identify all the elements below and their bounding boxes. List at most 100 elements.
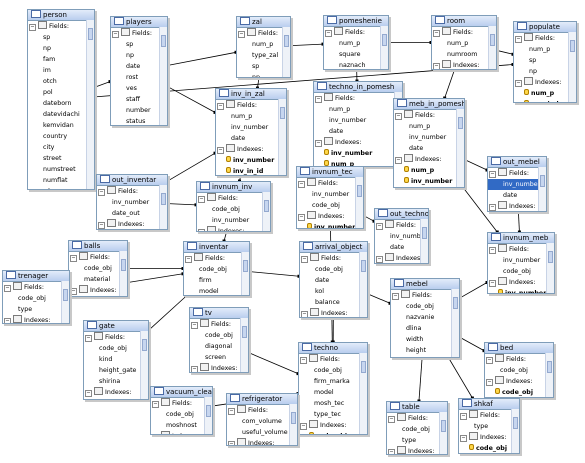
field-item[interactable]: kind	[99, 356, 113, 363]
field-item[interactable]: screen	[205, 354, 226, 361]
fields-node[interactable]: −Fields:	[485, 354, 553, 365]
table-title-bar[interactable]: techno_in_pomesh	[314, 82, 402, 93]
table-scrollbar[interactable]	[355, 177, 363, 228]
collapse-icon[interactable]: −	[112, 31, 119, 38]
relationship-line-inventar-arrival-object[interactable]	[249, 271, 300, 277]
relationship-line-mebel-shkaf[interactable]	[448, 357, 473, 399]
fields-node[interactable]: −Fields:	[151, 398, 212, 409]
collapse-icon[interactable]: −	[217, 147, 224, 154]
relationship-line-gate-inventar[interactable]	[148, 295, 187, 331]
scroll-thumb[interactable]	[547, 361, 552, 373]
relationship-line-out-inventar-invnum-inv[interactable]	[167, 203, 197, 206]
collapse-icon[interactable]: −	[85, 390, 92, 397]
indexes-node[interactable]: −Indexes:	[3, 315, 69, 323]
field-item[interactable]: date	[329, 128, 344, 135]
field-item[interactable]: np	[529, 68, 537, 75]
index-item[interactable]: code_obj	[69, 296, 127, 297]
fields-node[interactable]: −Fields:	[28, 21, 94, 32]
indexes-node[interactable]: −Indexes:	[488, 277, 554, 288]
index-item[interactable]: code_obj	[485, 387, 553, 397]
table-scrollbar[interactable]	[538, 167, 546, 211]
collapse-icon[interactable]: −	[301, 311, 308, 317]
collapse-icon[interactable]: −	[191, 366, 198, 372]
field-item[interactable]: material	[391, 356, 459, 357]
table-title-bar[interactable]: person	[28, 10, 94, 21]
indexes-node[interactable]: −Indexes:	[299, 420, 367, 431]
table-title-bar[interactable]: out_techno	[375, 209, 428, 220]
field-item[interactable]: shirina	[99, 378, 121, 385]
field-item[interactable]: diagonal	[205, 343, 233, 350]
field-item[interactable]: code_obj	[212, 206, 240, 213]
field-item[interactable]: mosh_tec	[314, 400, 345, 407]
fields-node[interactable]: −Fields:	[324, 27, 388, 38]
relationship-line-meb-in-pomesh-out-mebel[interactable]	[464, 159, 488, 171]
scroll-thumb[interactable]	[121, 259, 126, 271]
relationship-line-zal-inv-in-zal[interactable]	[257, 77, 260, 89]
field-item[interactable]: code_obj	[166, 411, 194, 418]
collapse-icon[interactable]: −	[4, 285, 11, 292]
indexes-node[interactable]: −Indexes:	[297, 211, 363, 222]
collapse-icon[interactable]: −	[515, 36, 522, 43]
fields-node[interactable]: −Fields:	[488, 244, 554, 255]
collapse-icon[interactable]: −	[376, 256, 383, 263]
table-scrollbar[interactable]	[159, 27, 167, 125]
field-item[interactable]: date	[126, 63, 141, 70]
field-item[interactable]: num_p	[231, 113, 253, 120]
field-item[interactable]: useful_volume	[242, 429, 288, 436]
field-item[interactable]: fam	[43, 56, 56, 63]
table-title-bar[interactable]: table	[387, 402, 447, 413]
fields-node[interactable]: −Fields:	[3, 282, 69, 293]
scroll-thumb[interactable]	[161, 193, 166, 205]
field-item[interactable]: who	[28, 186, 94, 189]
scroll-thumb[interactable]	[291, 412, 296, 424]
field-item[interactable]: staff	[126, 96, 140, 103]
table-window-inventar[interactable]: inventar−Fields:code_objfirmmodel−Indexe…	[183, 241, 250, 296]
fields-node[interactable]: −Fields:	[300, 253, 367, 264]
field-item[interactable]: numflat	[43, 177, 68, 184]
field-item[interactable]: country	[43, 133, 68, 140]
relationship-line-room-meb-in-pomesh[interactable]	[444, 69, 455, 99]
table-title-bar[interactable]: meb_in_pomesh	[394, 99, 464, 110]
collapse-icon[interactable]: −	[388, 416, 395, 423]
collapse-icon[interactable]: −	[395, 113, 402, 120]
table-scrollbar[interactable]	[61, 281, 69, 323]
field-item[interactable]: inv_number	[390, 233, 428, 240]
table-title-bar[interactable]: tv	[190, 308, 248, 319]
index-item[interactable]: code_obj	[459, 443, 519, 453]
scroll-thumb[interactable]	[570, 40, 575, 52]
indexes-node[interactable]: −Indexes:	[197, 226, 270, 231]
table-scrollbar[interactable]	[380, 26, 388, 69]
field-item[interactable]: dateborn	[43, 100, 72, 107]
table-scrollbar[interactable]	[278, 99, 286, 175]
table-window-populate[interactable]: populate−Fields:num_pspnp−Indexes:num_pp…	[513, 21, 577, 103]
fields-node[interactable]: −Fields:	[375, 220, 428, 231]
collapse-icon[interactable]: −	[460, 413, 467, 420]
collapse-icon[interactable]: −	[70, 288, 77, 295]
indexes-node[interactable]: −Indexes:	[488, 201, 546, 211]
fields-node[interactable]: −Fields:	[514, 33, 576, 44]
collapse-icon[interactable]: −	[300, 357, 307, 364]
scroll-thumb[interactable]	[513, 417, 518, 429]
index-item[interactable]: inv_number	[488, 288, 554, 293]
table-window-vacuum-cleaner[interactable]: vacuum_cleaner−Fields:code_objmoshnost−I…	[150, 386, 213, 435]
scroll-thumb[interactable]	[490, 34, 495, 46]
indexes-node[interactable]: −Indexes:	[514, 77, 576, 88]
table-scrollbar[interactable]	[546, 243, 554, 293]
fields-node[interactable]: −Fields:	[216, 100, 286, 111]
collapse-icon[interactable]: −	[395, 157, 402, 164]
indexes-node[interactable]: −Indexes:	[432, 60, 496, 69]
collapse-icon[interactable]: −	[185, 256, 192, 263]
field-item[interactable]: kemvidan	[43, 122, 74, 129]
index-item[interactable]: num_p	[514, 88, 576, 99]
table-title-bar[interactable]: refrigerator	[227, 394, 297, 405]
field-item[interactable]: inv_number	[409, 134, 447, 141]
